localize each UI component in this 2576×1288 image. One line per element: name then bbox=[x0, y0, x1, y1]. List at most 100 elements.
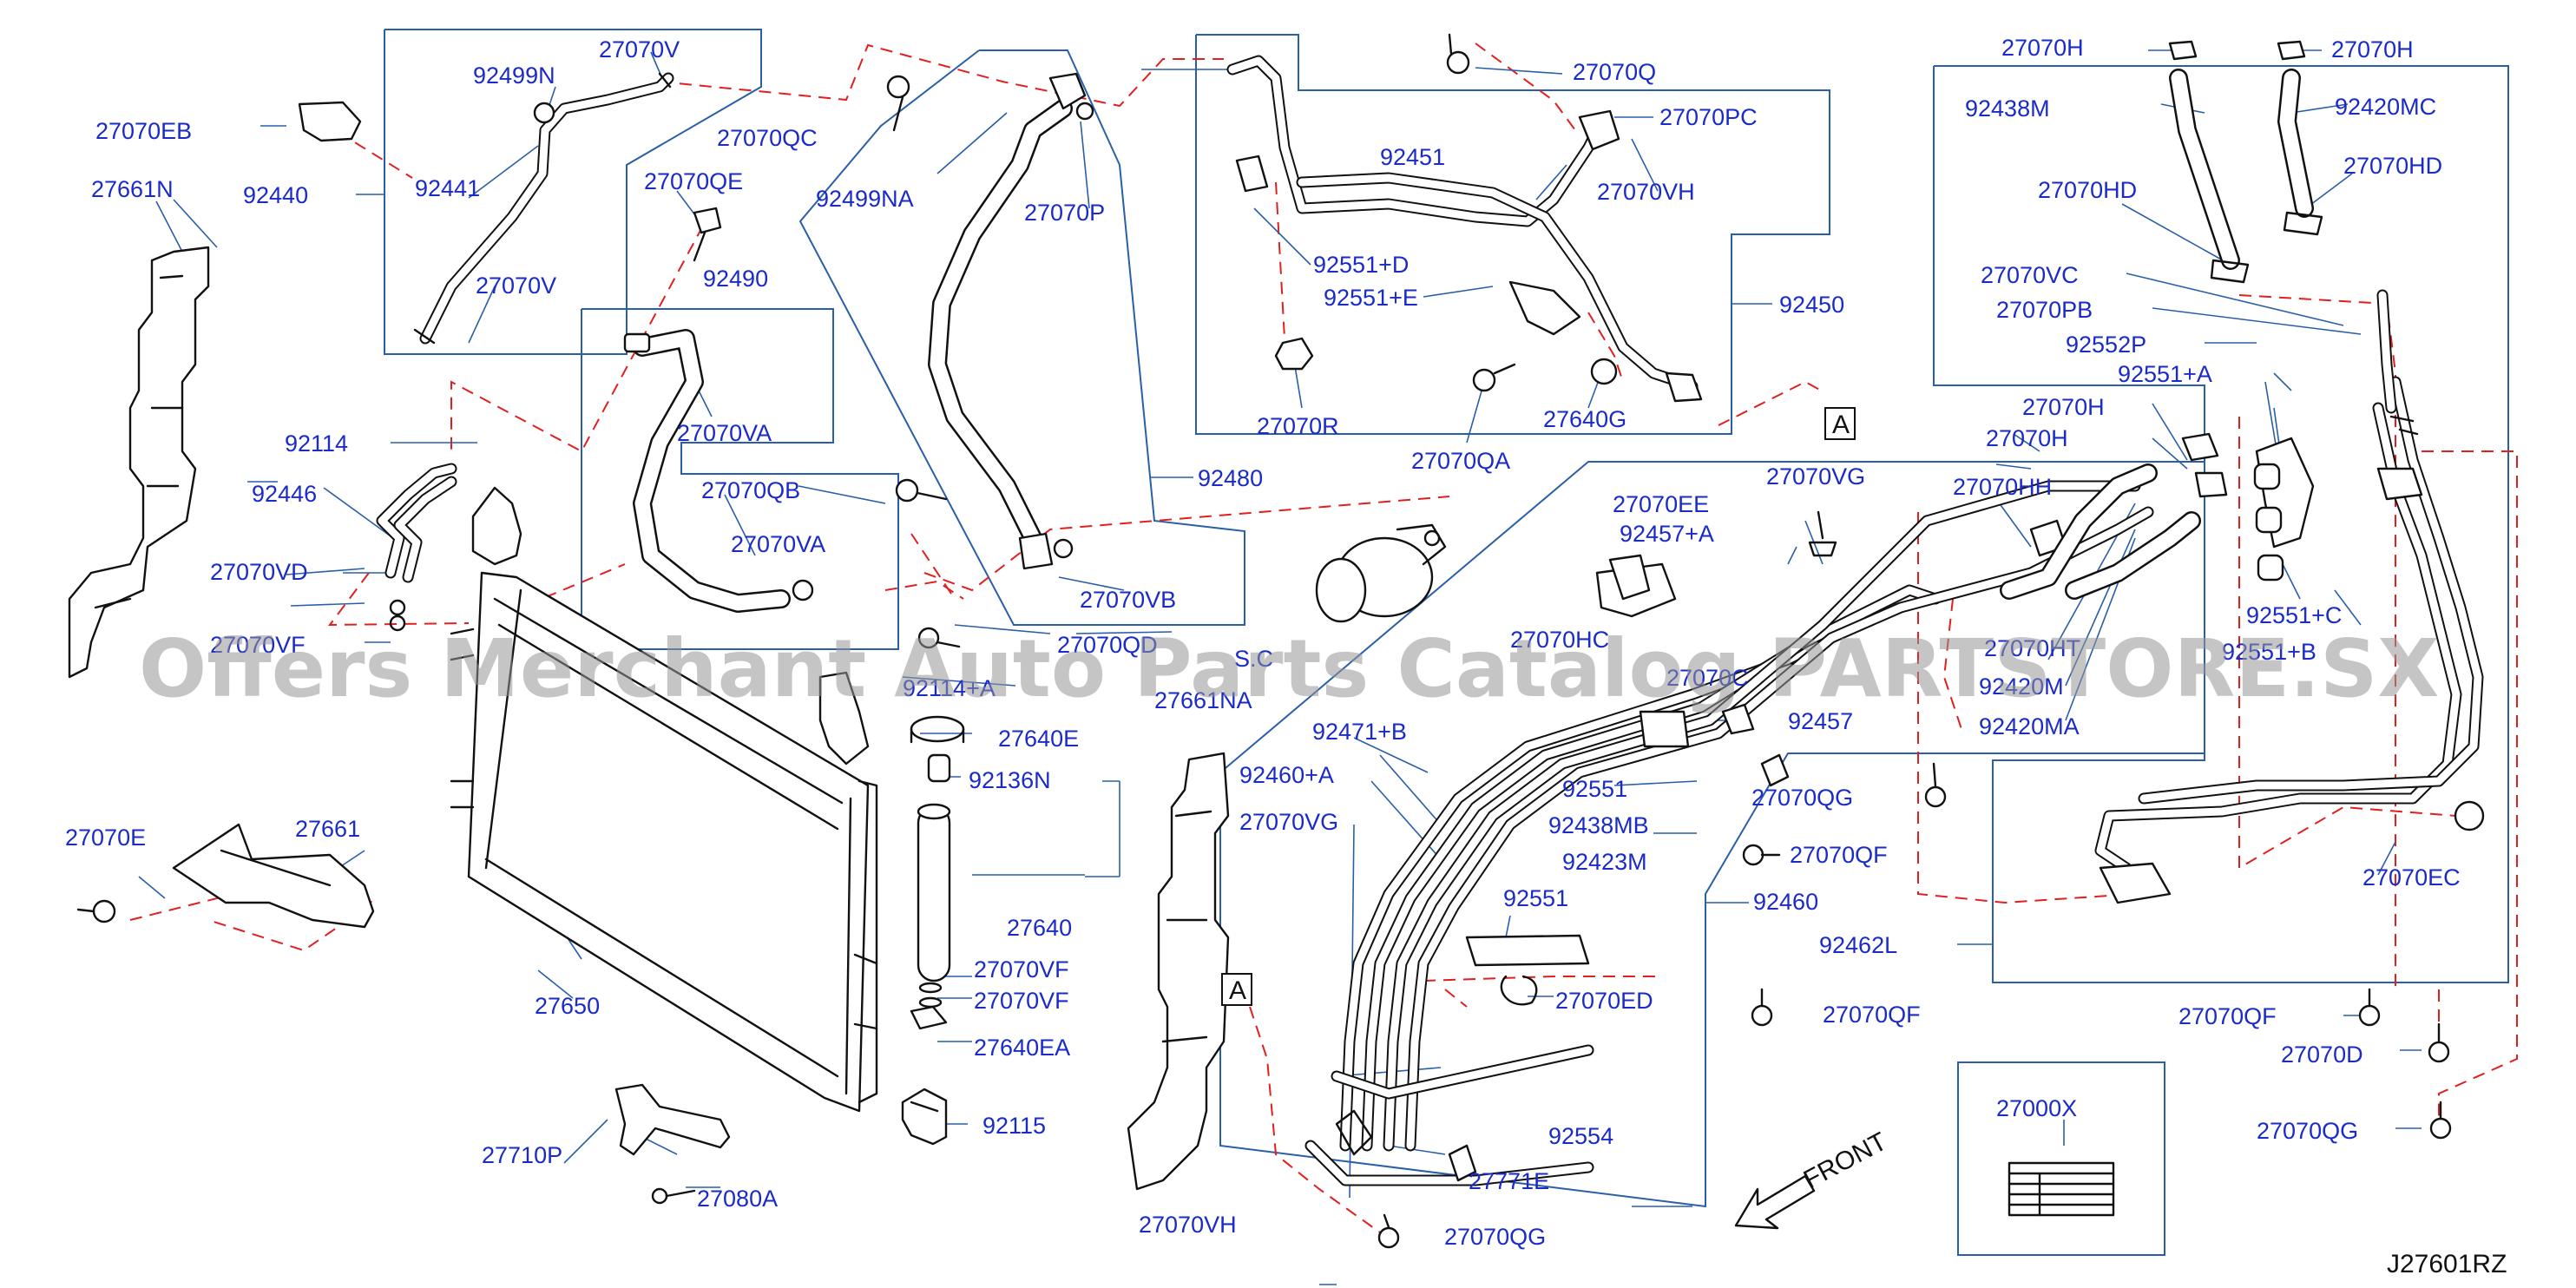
label-27661[interactable]: 27661 bbox=[295, 816, 360, 842]
label-27070VF-2[interactable]: 27070VF bbox=[974, 988, 1069, 1014]
label-27661N[interactable]: 27661N bbox=[91, 176, 174, 202]
label-27070QF-3[interactable]: 27070QF bbox=[2178, 1003, 2277, 1029]
label-92471B[interactable]: 92471+B bbox=[1312, 719, 1407, 745]
label-27070HH[interactable]: 27070HH bbox=[1953, 474, 2052, 500]
label-27070VG-top[interactable]: 27070VG bbox=[1766, 463, 1865, 490]
label-27640EA[interactable]: 27640EA bbox=[974, 1035, 1070, 1061]
hose-92490 bbox=[623, 329, 814, 613]
label-92480[interactable]: 92480 bbox=[1198, 465, 1263, 491]
label-92551D[interactable]: 92551+D bbox=[1313, 252, 1409, 278]
label-27070VA-2[interactable]: 27070VA bbox=[731, 531, 825, 557]
label-27070R[interactable]: 27070R bbox=[1257, 413, 1339, 439]
label-27070EC[interactable]: 27070EC bbox=[2362, 864, 2461, 890]
label-27070VG-mid[interactable]: 27070VG bbox=[1239, 809, 1338, 835]
label-92551A[interactable]: 92551+A bbox=[2118, 361, 2212, 387]
label-92552P[interactable]: 92552P bbox=[2066, 332, 2146, 358]
label-92420MC[interactable]: 92420MC bbox=[2335, 94, 2436, 120]
label-27070D[interactable]: 27070D bbox=[2281, 1042, 2363, 1068]
label-92490[interactable]: 92490 bbox=[703, 266, 768, 292]
label-27640G[interactable]: 27640G bbox=[1543, 406, 1626, 432]
clip-92457A bbox=[1608, 554, 1651, 601]
label-27070C[interactable]: 27070C bbox=[1666, 665, 1749, 691]
label-27640E[interactable]: 27640E bbox=[998, 726, 1079, 752]
label-27070HD-1[interactable]: 27070HD bbox=[2038, 177, 2137, 203]
label-27070QB[interactable]: 27070QB bbox=[701, 477, 800, 503]
label-92460[interactable]: 92460 bbox=[1753, 889, 1818, 915]
label-27070VH-bot[interactable]: 27070VH bbox=[1139, 1212, 1237, 1238]
label-27070QG-3[interactable]: 27070QG bbox=[2257, 1118, 2358, 1144]
clip-27070EB bbox=[298, 101, 362, 142]
label-92114A[interactable]: 92114+A bbox=[903, 675, 996, 701]
label-27070PC[interactable]: 27070PC bbox=[1659, 104, 1758, 130]
label-27070QE[interactable]: 27070QE bbox=[644, 168, 743, 194]
label-92440[interactable]: 92440 bbox=[243, 182, 308, 208]
label-92551-b[interactable]: 92551 bbox=[1503, 885, 1568, 911]
bolt-27070QA bbox=[1472, 363, 1516, 392]
label-27000X[interactable]: 27000X bbox=[1996, 1095, 2077, 1121]
label-92462L[interactable]: 92462L bbox=[1819, 932, 1897, 958]
label-27070VD[interactable]: 27070VD bbox=[210, 559, 308, 585]
label-27070Q[interactable]: 27070Q bbox=[1573, 59, 1656, 85]
label-27070QD[interactable]: 27070QD bbox=[1057, 632, 1158, 658]
label-27070QA[interactable]: 27070QA bbox=[1411, 448, 1510, 474]
label-92438M[interactable]: 92438M bbox=[1965, 95, 2050, 122]
label-27070VB[interactable]: 27070VB bbox=[1080, 587, 1176, 613]
label-27070QC[interactable]: 27070QC bbox=[717, 125, 818, 151]
label-27070QG-2[interactable]: 27070QG bbox=[1444, 1224, 1546, 1250]
label-27070PB[interactable]: 27070PB bbox=[1996, 297, 2093, 323]
label-92450[interactable]: 92450 bbox=[1779, 292, 1844, 318]
label-92499N[interactable]: 92499N bbox=[473, 62, 555, 89]
label-92554[interactable]: 92554 bbox=[1548, 1123, 1613, 1149]
label-92551-a[interactable]: 92551 bbox=[1562, 776, 1627, 802]
label-27070VF-1[interactable]: 27070VF bbox=[974, 956, 1069, 982]
label-92451[interactable]: 92451 bbox=[1380, 144, 1445, 170]
label-27070QF-2[interactable]: 27070QF bbox=[1823, 1002, 1921, 1028]
label-92551C[interactable]: 92551+C bbox=[2246, 602, 2342, 628]
label-27070VC[interactable]: 27070VC bbox=[1981, 262, 2079, 288]
bolt-27070QE bbox=[693, 207, 722, 262]
label-27070QG-1[interactable]: 27070QG bbox=[1751, 785, 1853, 811]
label-27070VH-top[interactable]: 27070VH bbox=[1597, 179, 1695, 205]
label-92136N[interactable]: 92136N bbox=[969, 767, 1051, 793]
label-27070VF-left[interactable]: 27070VF bbox=[210, 632, 306, 658]
label-27710P[interactable]: 27710P bbox=[482, 1142, 562, 1168]
label-27070EE[interactable]: 27070EE bbox=[1613, 491, 1709, 517]
label-27070HT[interactable]: 27070HT bbox=[1984, 635, 2080, 661]
label-27661NA[interactable]: 27661NA bbox=[1154, 687, 1252, 713]
label-92446[interactable]: 92446 bbox=[252, 481, 317, 507]
label-27070QF-1[interactable]: 27070QF bbox=[1790, 842, 1888, 868]
label-27070ED[interactable]: 27070ED bbox=[1555, 988, 1653, 1014]
label-92460A[interactable]: 92460+A bbox=[1239, 762, 1334, 788]
label-92420MA[interactable]: 92420MA bbox=[1979, 713, 2080, 739]
label-27640[interactable]: 27640 bbox=[1007, 915, 1072, 941]
air-guide-27661NA bbox=[1127, 752, 1230, 1191]
label-27070H-2[interactable]: 27070H bbox=[2331, 36, 2414, 62]
label-92551B[interactable]: 92551+B bbox=[2222, 639, 2316, 665]
label-92457A[interactable]: 92457+A bbox=[1620, 521, 1714, 547]
label-27070V-mid[interactable]: 27070V bbox=[476, 273, 556, 299]
label-92499NA[interactable]: 92499NA bbox=[816, 186, 914, 212]
label-27070H-4[interactable]: 27070H bbox=[1986, 425, 2068, 451]
label-92115[interactable]: 92115 bbox=[982, 1113, 1046, 1139]
label-27650[interactable]: 27650 bbox=[535, 993, 600, 1019]
label-92420M[interactable]: 92420M bbox=[1979, 674, 2064, 700]
label-27070HD-2[interactable]: 27070HD bbox=[2343, 153, 2442, 179]
label-27070P[interactable]: 27070P bbox=[1024, 200, 1105, 226]
label-92441[interactable]: 92441 bbox=[415, 175, 480, 201]
label-92551E[interactable]: 92551+E bbox=[1324, 285, 1418, 311]
label-92423M[interactable]: 92423M bbox=[1562, 849, 1647, 875]
label-92438MB[interactable]: 92438MB bbox=[1548, 812, 1649, 838]
label-plate-27000X bbox=[2008, 1161, 2115, 1217]
label-27080A[interactable]: 27080A bbox=[697, 1186, 778, 1212]
label-27070H-3[interactable]: 27070H bbox=[2022, 394, 2105, 420]
compressor bbox=[1315, 523, 1447, 623]
label-27070EB[interactable]: 27070EB bbox=[95, 118, 192, 144]
label-27070E[interactable]: 27070E bbox=[65, 825, 146, 851]
label-27070HC[interactable]: 27070HC bbox=[1510, 627, 1609, 653]
label-92114[interactable]: 92114 bbox=[285, 430, 348, 457]
label-27070V-top[interactable]: 27070V bbox=[599, 36, 680, 62]
label-92457[interactable]: 92457 bbox=[1788, 708, 1853, 734]
label-27070H-1[interactable]: 27070H bbox=[2001, 35, 2084, 61]
label-27070VA-1[interactable]: 27070VA bbox=[677, 420, 772, 446]
label-27771E[interactable]: 27771E bbox=[1469, 1168, 1549, 1194]
